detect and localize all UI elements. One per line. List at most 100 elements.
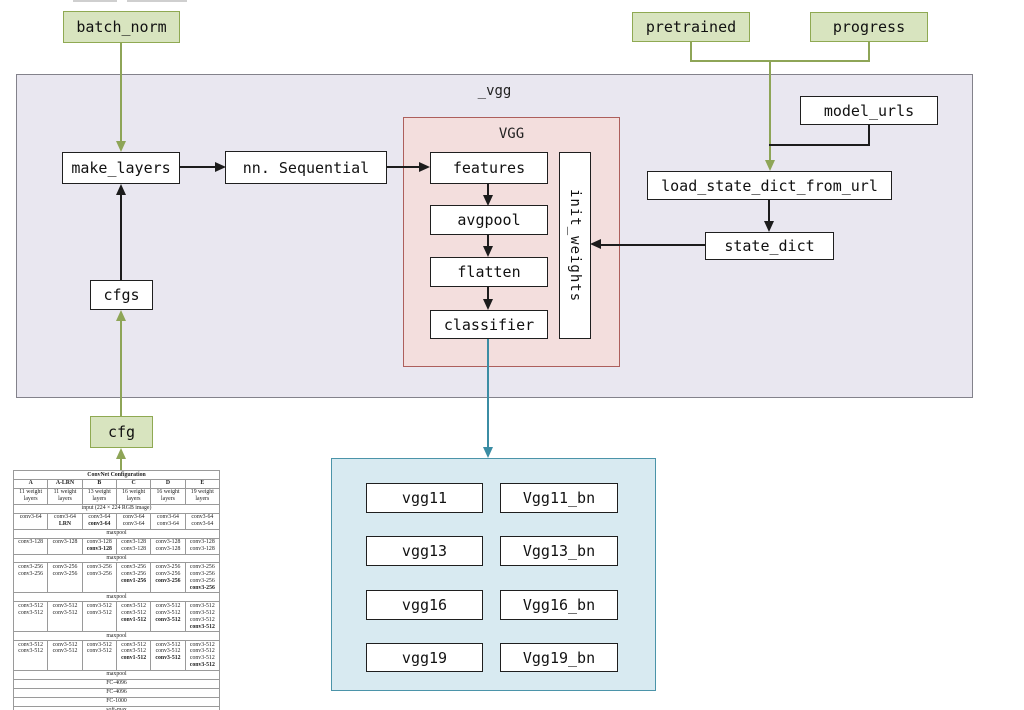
config-cell: A-LRN [47,478,83,489]
edge-classifier-variants-arrowhead [483,447,493,458]
cfgs-label: cfgs [103,286,140,304]
edge-makelayers-sequential-line [180,166,216,168]
avgpool-node: avgpool [430,205,548,235]
edge-avgpool-flatten-arrowhead [483,246,493,257]
config-row: ConvNet Configuration [13,470,220,480]
config-row: maxpool [13,631,220,642]
vgg11-box: vgg11 [366,483,483,513]
config-span-cell: maxpool [13,553,220,564]
edge-statedict-initweights-arrowhead [590,239,601,249]
vgg16-bn-box: Vgg16_bn [500,590,618,620]
config-span-cell: maxpool [13,592,220,603]
cfgs-node: cfgs [90,280,153,310]
edge-pretrained-stub-line [690,42,692,61]
config-cell: C [115,478,152,489]
config-span-cell: soft-max [13,705,220,710]
vgg11-label: vgg11 [401,489,448,507]
config-span-cell: input (224 × 224 RGB image) [13,503,220,514]
vgg13-bn-box: Vgg13_bn [500,536,618,566]
init-weights-label: init_weights [567,188,583,303]
features-label: features [452,159,526,177]
config-span-cell: FC-1000 [13,696,220,707]
state-dict-node: state_dict [705,232,834,260]
edge-flatten-classifier-arrowhead [483,299,493,310]
edge-modelurls-join-line [769,144,870,146]
pretrained-label: pretrained [645,18,737,36]
edge-classifier-variants-line [487,339,489,447]
edge-flatten-classifier-line [487,287,489,300]
edge-statedict-initweights-line [601,244,705,246]
edge-cfgs-makelayers-line [120,195,122,280]
config-span-cell: maxpool [13,631,220,642]
init-weights-node: init_weights [559,152,591,339]
vgg13-label: vgg13 [401,542,448,560]
cropped-line-artifact [127,0,187,2]
vgg11-bn-label: Vgg11_bn [522,489,596,507]
edge-join-load-line [769,60,771,161]
edge-features-avgpool-line [487,184,489,196]
edge-features-avgpool-arrowhead [483,195,493,206]
config-cell: 16 weight layers [150,487,186,505]
edge-progress-stub-line [868,42,870,61]
config-cell: 19 weight layers [184,487,221,505]
config-row: FC-1000 [13,696,220,707]
batch-norm-label: batch_norm [76,18,167,36]
vgg13-bn-label: Vgg13_bn [522,542,596,560]
state-dict-label: state_dict [724,237,815,255]
vgg-function-label: _vgg [477,83,512,99]
flatten-node: flatten [430,257,548,287]
config-row: FC-4096 [13,678,220,689]
config-cell: 16 weight layers [115,487,152,505]
vgg11-bn-box: Vgg11_bn [500,483,618,513]
edge-sequential-features-arrowhead [419,162,430,172]
cfg-label: cfg [107,423,136,441]
config-cell: conv3-64 [12,512,49,530]
flatten-label: flatten [457,263,521,281]
edge-sequential-features-line [387,166,420,168]
config-span-cell: ConvNet Configuration [13,470,220,480]
batch-norm-node: batch_norm [63,11,180,43]
config-cell: 11 weight layers [47,487,83,505]
load-state-dict-from-url-label: load_state_dict_from_url [661,176,878,195]
edge-load-statedict-line [768,200,770,222]
vgg19-bn-label: Vgg19_bn [522,648,596,667]
classifier-node: classifier [430,310,548,339]
vgg-class-label: VGG [498,126,525,142]
nn-sequential-node: nn. Sequential [225,151,387,184]
config-cell: 13 weight layers [81,487,117,505]
vgg19-box: vgg19 [366,643,483,672]
config-cell: conv3-128 [12,537,49,555]
config-row: maxpool [13,528,220,539]
nn-sequential-label: nn. Sequential [242,158,370,177]
edge-batchnorm-makelayers-line [120,43,122,142]
edge-makelayers-sequential-arrowhead [215,162,226,172]
config-row: maxpool [13,592,220,603]
cfg-node: cfg [90,416,153,448]
edge-avgpool-flatten-line [487,235,489,247]
config-row: input (224 × 224 RGB image) [13,503,220,514]
